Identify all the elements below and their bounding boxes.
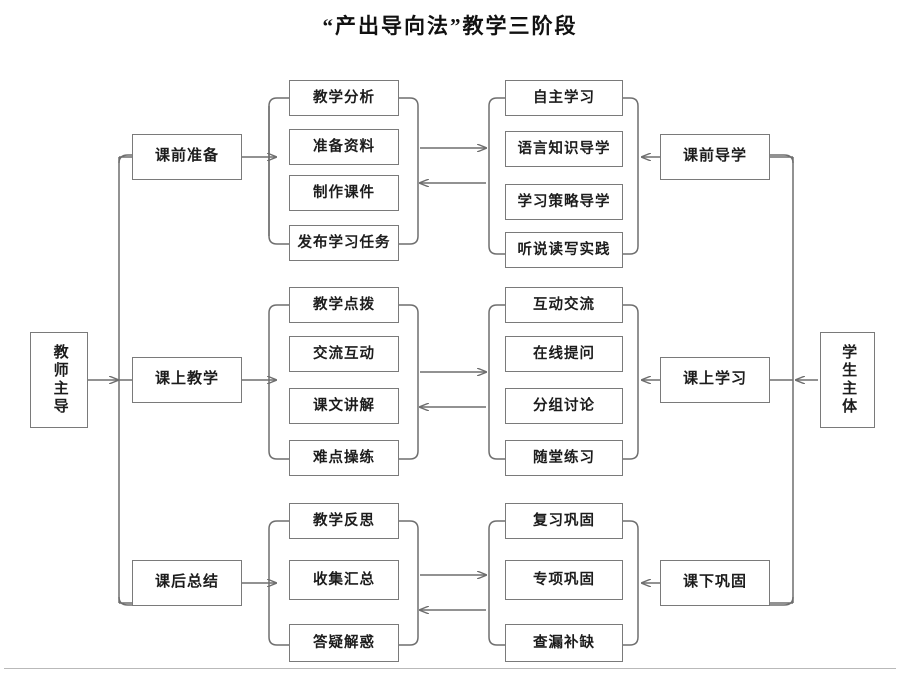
anchor-teacher-label: 教师主导: [51, 344, 68, 416]
teacher-action-2-1-label: 教学点拨: [313, 296, 375, 313]
teacher-phase-1-label: 课前准备: [154, 148, 219, 165]
student-action-3-1-label: 复习巩固: [533, 512, 595, 529]
student-action-2-3-label: 分组讨论: [533, 397, 595, 414]
teacher-phase-3[interactable]: 课后总结: [132, 560, 242, 606]
student-phase-1[interactable]: 课前导学: [660, 134, 770, 180]
student-action-1-1-label: 自主学习: [533, 89, 595, 106]
student-action-1-3-label: 学习策略导学: [517, 193, 611, 210]
teacher-action-1-2-label: 准备资料: [313, 138, 375, 155]
student-action-2-1-label: 互动交流: [533, 296, 595, 313]
teacher-action-2-3-label: 课文讲解: [313, 397, 375, 414]
teacher-action-3-3-label: 答疑解惑: [313, 634, 375, 651]
student-action-2-4-label: 随堂练习: [533, 449, 595, 466]
student-action-1-4-label: 听说读写实践: [517, 241, 611, 258]
student-phase-3[interactable]: 课下巩固: [660, 560, 770, 606]
teacher-action-3-3[interactable]: 答疑解惑: [289, 624, 399, 662]
teacher-action-2-2[interactable]: 交流互动: [289, 336, 399, 372]
student-action-2-2[interactable]: 在线提问: [505, 336, 623, 372]
teacher-action-1-2[interactable]: 准备资料: [289, 129, 399, 165]
teacher-action-1-3-label: 制作课件: [313, 184, 375, 201]
teacher-phase-1[interactable]: 课前准备: [132, 134, 242, 180]
student-action-1-2-label: 语言知识导学: [517, 140, 611, 157]
teacher-action-2-2-label: 交流互动: [313, 345, 375, 362]
teacher-action-1-3[interactable]: 制作课件: [289, 175, 399, 211]
teacher-action-1-1[interactable]: 教学分析: [289, 80, 399, 116]
student-action-1-1[interactable]: 自主学习: [505, 80, 623, 116]
student-phase-3-label: 课下巩固: [682, 574, 747, 591]
teacher-action-3-1-label: 教学反思: [313, 512, 375, 529]
teacher-action-3-2-label: 收集汇总: [313, 571, 375, 588]
student-action-3-2-label: 专项巩固: [533, 571, 595, 588]
teacher-action-3-2[interactable]: 收集汇总: [289, 560, 399, 600]
student-phase-2-label: 课上学习: [682, 371, 747, 388]
student-action-2-2-label: 在线提问: [533, 345, 595, 362]
student-action-3-3[interactable]: 查漏补缺: [505, 624, 623, 662]
teacher-action-3-1[interactable]: 教学反思: [289, 503, 399, 539]
teacher-action-1-4[interactable]: 发布学习任务: [289, 225, 399, 261]
student-action-1-3[interactable]: 学习策略导学: [505, 184, 623, 220]
student-action-1-4[interactable]: 听说读写实践: [505, 232, 623, 268]
student-phase-2[interactable]: 课上学习: [660, 357, 770, 403]
anchor-student-label: 学生主体: [840, 344, 857, 416]
anchor-student[interactable]: 学生主体: [820, 332, 875, 428]
teacher-action-2-4-label: 难点操练: [313, 449, 375, 466]
bottom-divider: [4, 668, 896, 669]
teacher-action-1-4-label: 发布学习任务: [297, 234, 391, 251]
teacher-phase-2[interactable]: 课上教学: [132, 357, 242, 403]
page-title: “产出导向法”教学三阶段: [322, 14, 578, 38]
student-phase-1-label: 课前导学: [682, 148, 747, 165]
student-action-2-4[interactable]: 随堂练习: [505, 440, 623, 476]
teacher-action-2-4[interactable]: 难点操练: [289, 440, 399, 476]
student-action-3-3-label: 查漏补缺: [533, 634, 595, 651]
teacher-action-1-1-label: 教学分析: [313, 89, 375, 106]
teacher-phase-2-label: 课上教学: [154, 371, 219, 388]
teacher-action-2-1[interactable]: 教学点拨: [289, 287, 399, 323]
anchor-teacher[interactable]: 教师主导: [30, 332, 88, 428]
student-action-1-2[interactable]: 语言知识导学: [505, 131, 623, 167]
student-action-3-2[interactable]: 专项巩固: [505, 560, 623, 600]
student-action-2-1[interactable]: 互动交流: [505, 287, 623, 323]
student-action-2-3[interactable]: 分组讨论: [505, 388, 623, 424]
teacher-phase-3-label: 课后总结: [154, 574, 219, 591]
student-action-3-1[interactable]: 复习巩固: [505, 503, 623, 539]
teacher-action-2-3[interactable]: 课文讲解: [289, 388, 399, 424]
